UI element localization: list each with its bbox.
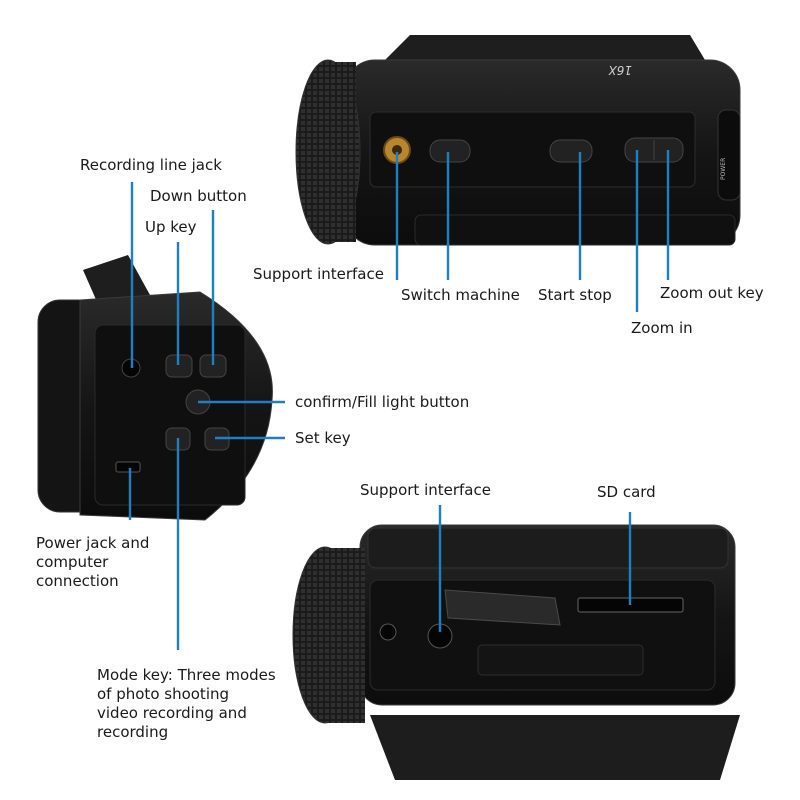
callout-lines	[128, 150, 670, 650]
label-power-jack: Power jack and computer connection	[36, 534, 196, 591]
label-down-button: Down button	[150, 187, 247, 205]
mode-key-line-4: recording	[97, 723, 169, 741]
label-support-interface-bottom: Support interface	[360, 481, 491, 499]
label-support-interface-top: Support interface	[253, 265, 384, 283]
port-cover-flap	[444, 589, 561, 626]
label-recording-line-jack: Recording line jack	[80, 156, 222, 174]
label-set-key: Set key	[295, 429, 351, 447]
power-jack-line-2: computer	[36, 553, 109, 571]
label-zoom-in: Zoom in	[631, 319, 693, 337]
label-switch-machine: Switch machine	[401, 286, 520, 304]
mode-key-line-2: of photo shooting	[97, 685, 230, 703]
label-sd-card: SD card	[597, 483, 656, 501]
label-zoom-out-key: Zoom out key	[660, 284, 764, 302]
mode-key-line-1: Mode key: Three modes	[97, 666, 276, 684]
rear-button-panel	[94, 324, 246, 506]
label-mode-key: Mode key: Three modes of photo shooting …	[97, 666, 317, 742]
camera-rear-view	[37, 255, 273, 521]
power-label: POWER	[720, 158, 727, 180]
power-jack-line-3: connection	[36, 572, 119, 590]
hand-strap	[385, 35, 705, 60]
camera-bottom-view	[292, 524, 740, 780]
start-stop-button	[549, 139, 593, 163]
label-start-stop: Start stop	[538, 286, 612, 304]
zoom-badge: 16X	[608, 63, 632, 77]
hand-strap-bottom	[370, 715, 740, 780]
camera-top-view: 16X POWER	[295, 35, 741, 246]
power-usb-port	[115, 461, 141, 473]
label-confirm-fill-light: confirm/Fill light button	[295, 393, 470, 411]
mode-key-line-3: video recording and	[97, 704, 247, 722]
label-up-key: Up key	[145, 218, 197, 236]
power-jack-line-1: Power jack and	[36, 534, 150, 552]
switch-machine-button	[429, 139, 471, 163]
